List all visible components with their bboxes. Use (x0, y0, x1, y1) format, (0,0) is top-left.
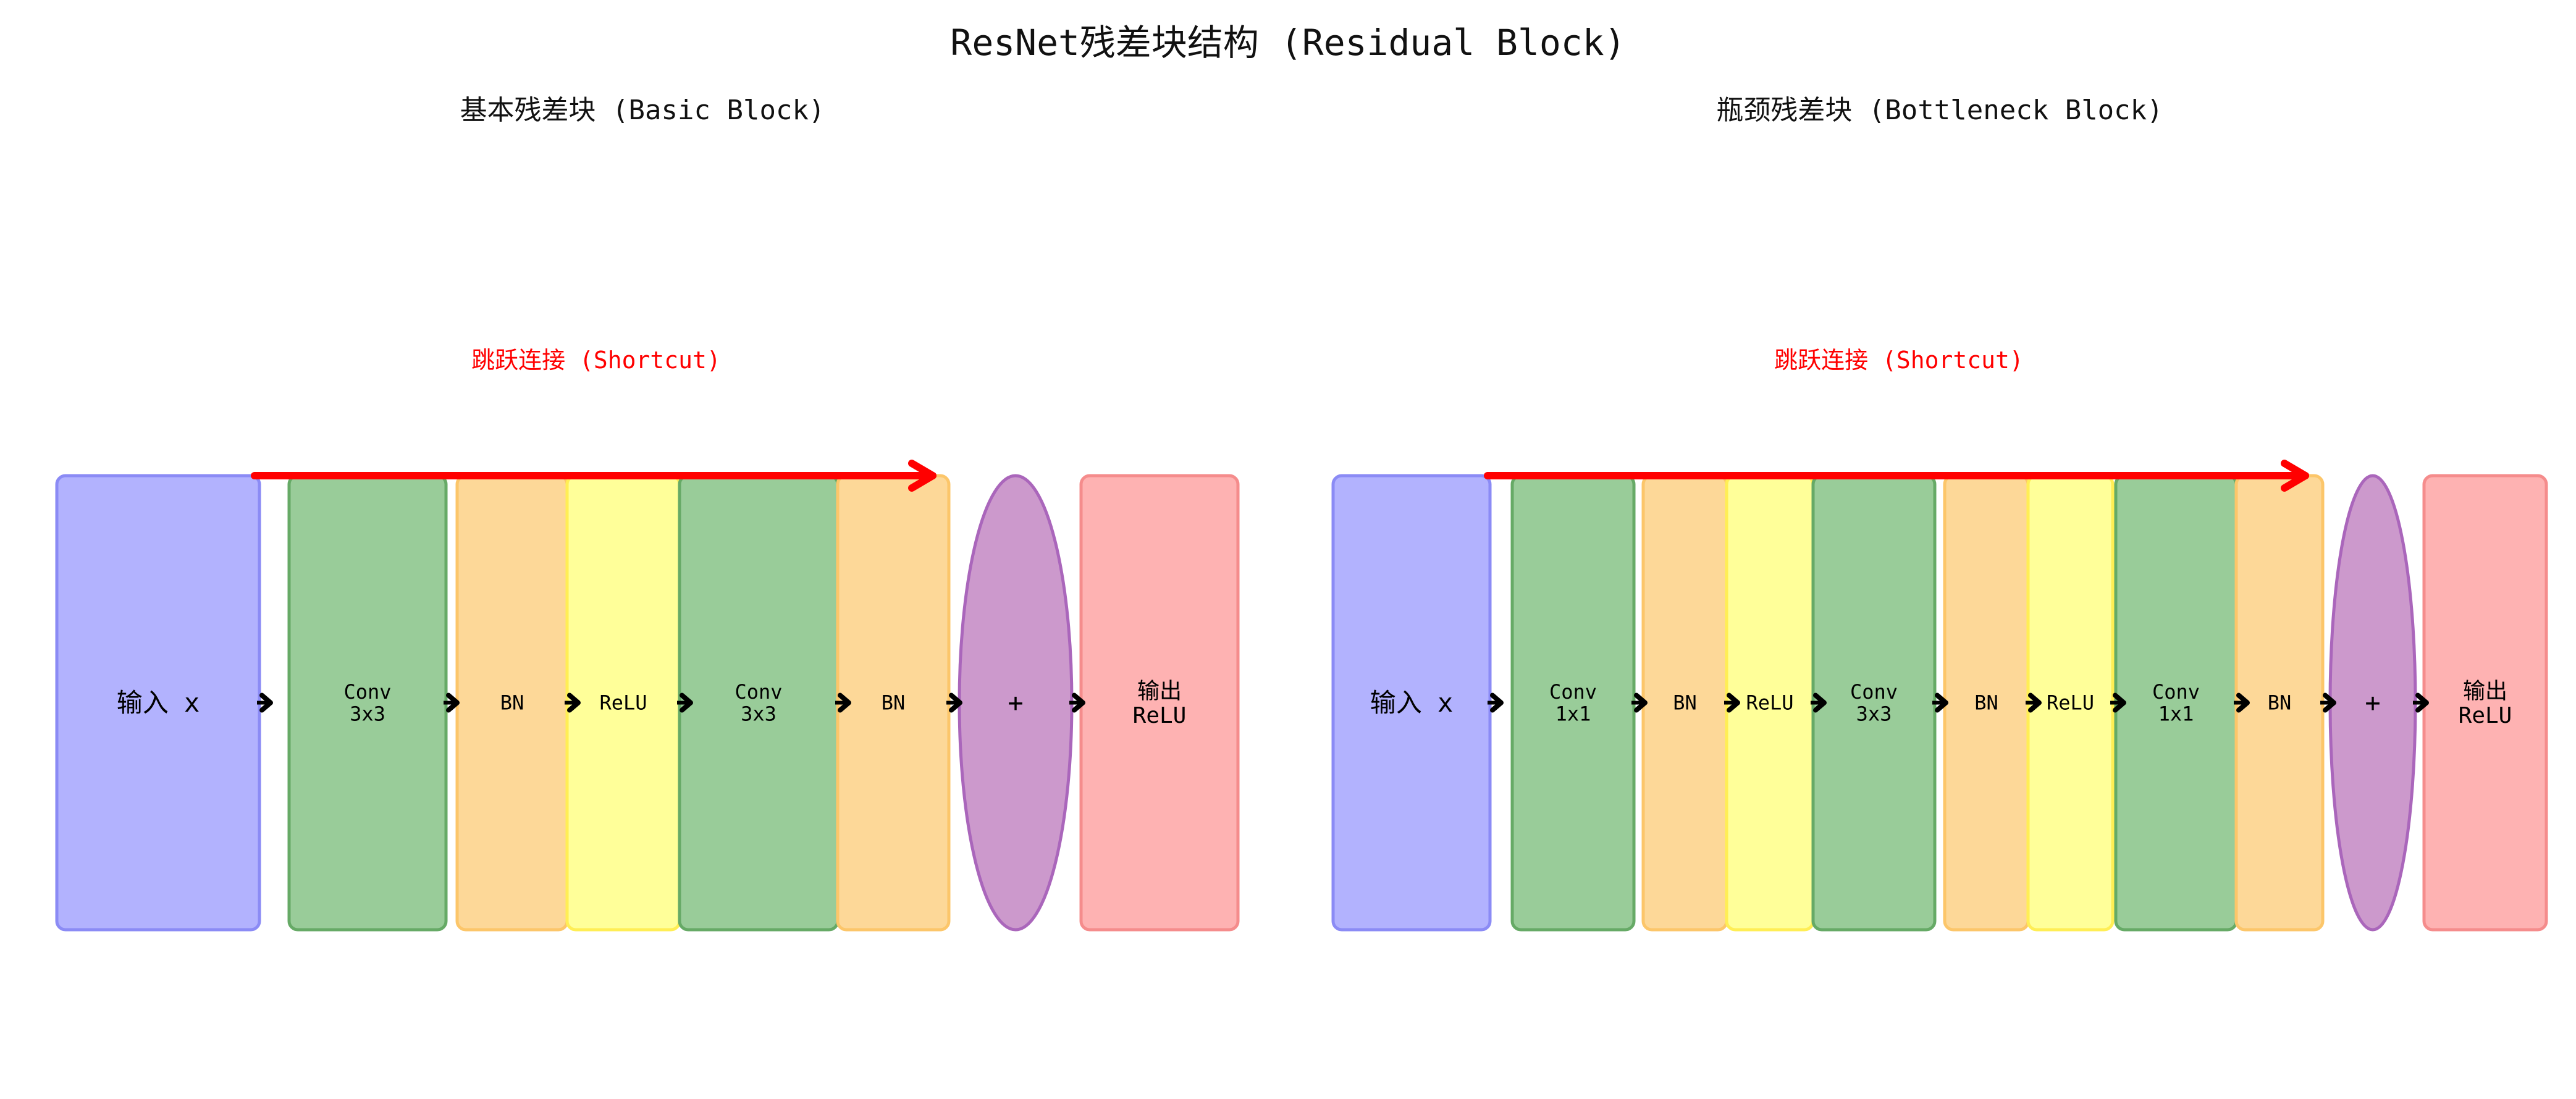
shortcut-arrow (1484, 460, 2309, 492)
shortcut-label: 跳跃连接 (Shortcut) (471, 347, 721, 374)
bn-label: BN (1974, 691, 1998, 715)
shortcut-arrowhead-icon (908, 460, 937, 492)
shortcut-arrowhead-icon (2281, 460, 2309, 492)
bn-label: BN (2268, 691, 2292, 715)
relu-label: ReLU (2047, 691, 2094, 715)
basic-block-title: 基本残差块 (Basic Block) (460, 95, 825, 126)
add-block: + (2328, 474, 2417, 932)
input-block: 输入 x (55, 474, 261, 932)
add-label: + (1008, 688, 1023, 718)
relu-label: ReLU (1746, 691, 1793, 715)
bn-block: BN (836, 474, 951, 932)
input-label: 输入 x (1370, 688, 1454, 718)
input-label: 输入 x (117, 688, 200, 718)
shortcut-arrow (251, 460, 937, 492)
main-title: ResNet残差块结构 (Residual Block) (950, 22, 1626, 64)
add-label: + (2365, 688, 2380, 718)
shortcut-label: 跳跃连接 (Shortcut) (1774, 347, 2024, 374)
bn-block: BN (455, 474, 569, 932)
bn-label: BN (1673, 691, 1697, 715)
add-block: + (958, 474, 1074, 932)
bottleneck-block-title: 瓶颈残差块 (Bottleneck Block) (1716, 95, 2163, 126)
bn-label: BN (500, 691, 524, 715)
bn-block: BN (1641, 474, 1728, 932)
bn-label: BN (882, 691, 906, 715)
input-block: 输入 x (1331, 474, 1492, 932)
relu-label: ReLU (599, 691, 647, 715)
relu-block: ReLU (565, 474, 681, 932)
bn-block: BN (1943, 474, 2030, 932)
